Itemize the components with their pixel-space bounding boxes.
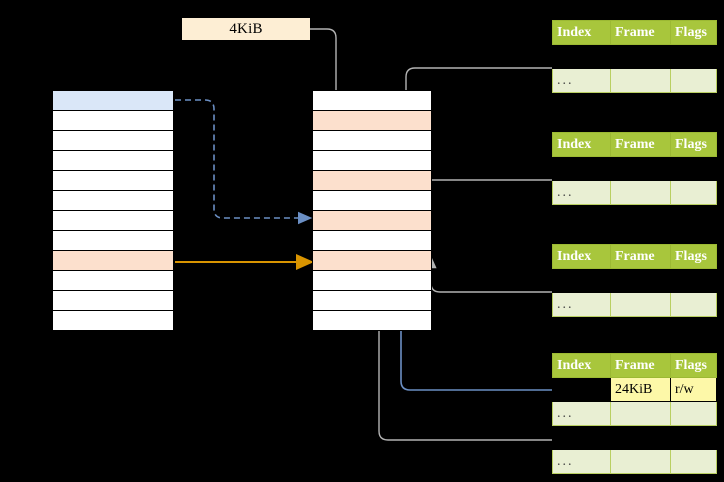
- physical-frame-row: [312, 270, 432, 291]
- table-row: ...: [552, 68, 717, 93]
- table-row: ...: [552, 292, 717, 317]
- physical-memory-column: [312, 90, 432, 331]
- column-header-frame: Frame: [610, 244, 671, 269]
- table-cell: [610, 292, 671, 317]
- table-cell: [670, 449, 717, 474]
- table-cell: [670, 401, 717, 426]
- wire-pt4-row0-to-frame: [394, 214, 552, 391]
- column-header-frame: Frame: [610, 353, 671, 378]
- wire-pagesize-to-frame: [310, 28, 342, 119]
- column-header-index: Index: [552, 244, 611, 269]
- table-cell: 8: [552, 425, 611, 450]
- physical-frame-row: [312, 190, 432, 211]
- table-cell: [610, 180, 671, 205]
- table-row: ...: [552, 401, 717, 426]
- virtual-page-row: [52, 150, 174, 171]
- wire-virtual-to-physical-dashed: [175, 99, 313, 225]
- table-cell: 0: [552, 44, 611, 69]
- physical-frame-row: [312, 150, 432, 171]
- virtual-page-row: [52, 230, 174, 251]
- table-cell: r/w: [670, 156, 717, 181]
- table-cell: r/w: [670, 268, 717, 293]
- page-size-label: 4KiB: [182, 18, 310, 40]
- table-cell: 24KiB: [610, 156, 671, 181]
- table-row: ...: [552, 449, 717, 474]
- virtual-page-row: [52, 90, 174, 111]
- column-header-flags: Flags: [670, 132, 717, 157]
- physical-frame-row: [312, 250, 432, 271]
- wire-pt1-to-frame: [400, 67, 552, 119]
- table-cell: 24KiB: [610, 377, 671, 402]
- wire-pt2-to-frame: [415, 179, 552, 224]
- table-cell: 0: [552, 156, 611, 181]
- physical-frame-row: [312, 110, 432, 131]
- table-cell: [610, 449, 671, 474]
- physical-frame-row: [312, 210, 432, 231]
- virtual-page-row: [52, 270, 174, 291]
- physical-frame-row: [312, 130, 432, 151]
- table-cell: r/w: [670, 425, 717, 450]
- table-cell: [670, 180, 717, 205]
- table-cell: 32KiB: [610, 425, 671, 450]
- virtual-address-space-column: [52, 90, 174, 331]
- table-cell: [670, 292, 717, 317]
- table-cell: ...: [552, 292, 611, 317]
- wire-pt4-row8-to-frame: [373, 264, 552, 441]
- table-cell: 0: [552, 377, 611, 402]
- virtual-page-row: [52, 250, 174, 271]
- column-header-index: Index: [552, 353, 611, 378]
- table-cell: ...: [552, 68, 611, 93]
- virtual-page-row: [52, 290, 174, 311]
- physical-frame-row: [312, 90, 432, 111]
- wire-pt3-to-frame: [425, 255, 552, 293]
- column-header-flags: Flags: [670, 353, 717, 378]
- column-header-frame: Frame: [610, 132, 671, 157]
- table-cell: 16KiB: [610, 44, 671, 69]
- virtual-page-row: [52, 310, 174, 331]
- table-cell: [610, 68, 671, 93]
- table-cell: ...: [552, 401, 611, 426]
- virtual-page-row: [52, 130, 174, 151]
- table-cell: ...: [552, 180, 611, 205]
- table-cell: r/w: [670, 377, 717, 402]
- physical-frame-row: [312, 290, 432, 311]
- table-row: ...: [552, 180, 717, 205]
- physical-frame-row: [312, 310, 432, 331]
- column-header-flags: Flags: [670, 244, 717, 269]
- table-cell: r/w: [670, 44, 717, 69]
- physical-frame-row: [312, 170, 432, 191]
- virtual-page-row: [52, 110, 174, 131]
- virtual-page-row: [52, 210, 174, 231]
- virtual-page-row: [52, 170, 174, 191]
- table-cell: ...: [552, 449, 611, 474]
- table-cell: 32KiB: [610, 268, 671, 293]
- page-size-text: 4KiB: [229, 20, 263, 37]
- virtual-page-row: [52, 190, 174, 211]
- column-header-frame: Frame: [610, 20, 671, 45]
- table-cell: [670, 68, 717, 93]
- physical-frame-row: [312, 230, 432, 251]
- column-header-index: Index: [552, 20, 611, 45]
- column-header-flags: Flags: [670, 20, 717, 45]
- table-cell: [610, 401, 671, 426]
- column-header-index: Index: [552, 132, 611, 157]
- table-cell: 0: [552, 268, 611, 293]
